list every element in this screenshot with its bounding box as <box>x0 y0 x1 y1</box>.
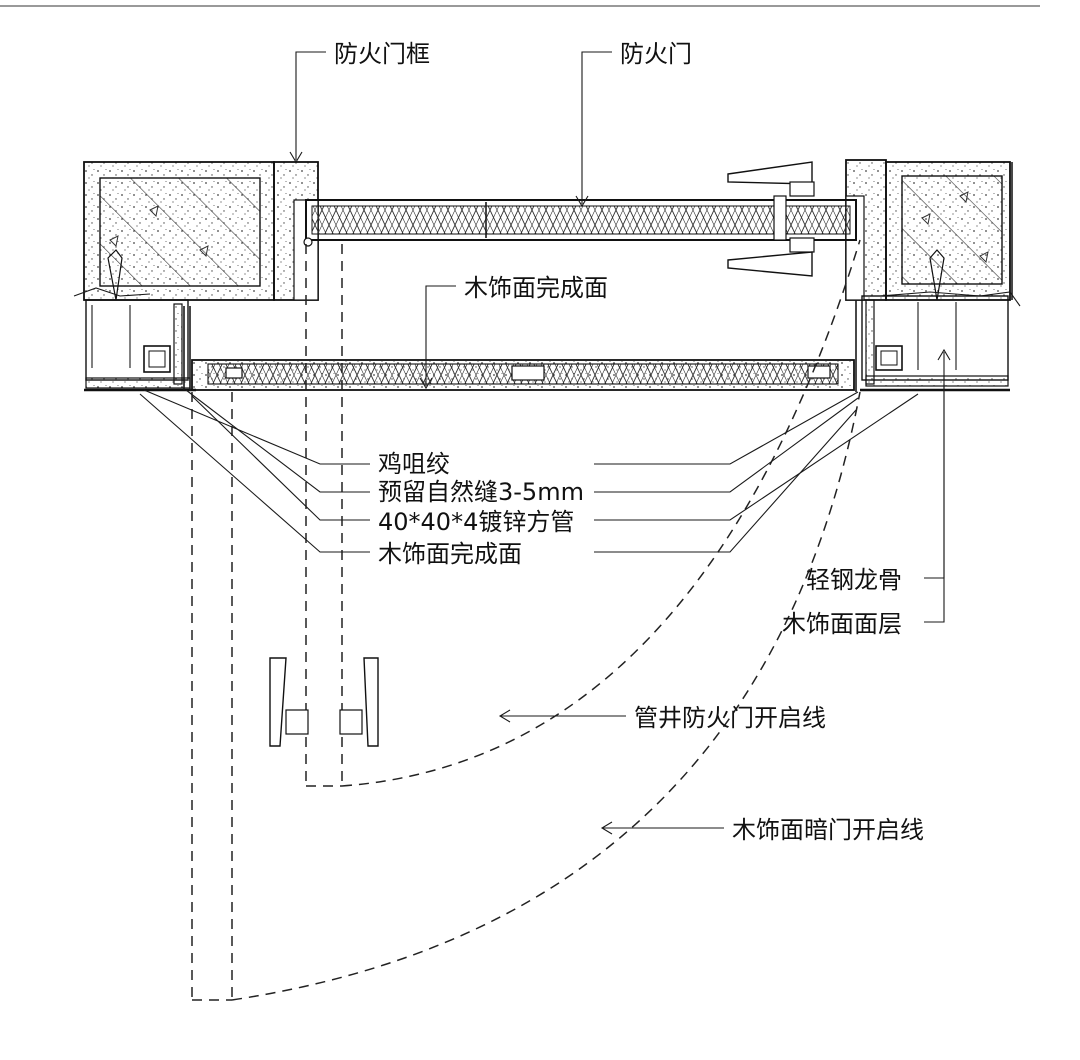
label-fire-door: 防火门 <box>620 40 692 68</box>
label-hidden-door-opening-line: 木饰面暗门开启线 <box>732 816 924 844</box>
label-light-steel-keel: 轻钢龙骨 <box>806 566 902 594</box>
label-wood-finish-layer: 木饰面面层 <box>782 610 902 638</box>
left-wall <box>73 161 319 301</box>
label-wood-finish-surface: 木饰面完成面 <box>378 540 522 568</box>
opening-lines <box>191 239 861 1001</box>
label-shaft-door-opening-line: 管井防火门开启线 <box>634 704 826 732</box>
label-natural-gap: 预留自然缝3-5mm <box>378 478 584 506</box>
label-fire-door-frame: 防火门框 <box>334 40 430 68</box>
right-keel <box>860 295 1010 392</box>
label-square-tube: 40*40*4镀锌方管 <box>378 508 574 536</box>
fire-door-handle <box>727 161 815 277</box>
left-keel <box>84 299 196 392</box>
label-mortise-tenon: 鸡咀绞 <box>378 450 450 478</box>
fire-door-panel <box>303 199 857 247</box>
right-wall <box>845 159 1021 307</box>
leader-lines <box>139 51 951 835</box>
wood-finish-door-panel <box>183 300 857 392</box>
swung-handle <box>269 657 379 747</box>
shaft-door-opening-arc <box>341 239 861 787</box>
label-wood-finish-surface-top: 木饰面完成面 <box>464 274 608 302</box>
